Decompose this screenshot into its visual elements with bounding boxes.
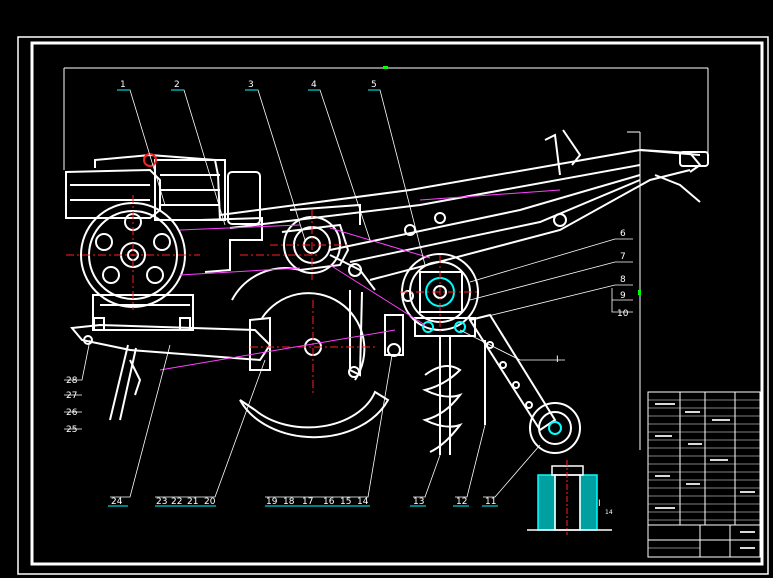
- base-beam: [70, 317, 272, 421]
- drawing-frame: [17, 36, 769, 575]
- part-label-26: 26: [66, 408, 78, 418]
- part-label-5: 5: [371, 80, 377, 90]
- part-label-3: 3: [248, 80, 254, 90]
- part-label-27: 27: [66, 391, 77, 401]
- gearbox: [281, 216, 376, 291]
- detail-number: 14: [605, 509, 613, 516]
- part-label-8: 8: [620, 275, 626, 285]
- part-label-12: 12: [456, 497, 467, 507]
- part-label-28: 28: [66, 376, 78, 386]
- detail-marker: I: [598, 499, 601, 509]
- part-label-6: 6: [620, 229, 626, 239]
- handlebar-frame: [219, 129, 709, 281]
- part-label-9: 9: [620, 291, 626, 301]
- part-label-10: 10: [617, 309, 629, 319]
- part-label-7: 7: [620, 252, 626, 262]
- part-label-2: 2: [174, 80, 180, 90]
- part-label-22: 22: [171, 497, 182, 507]
- engine: [65, 153, 263, 331]
- part-label-17: 17: [302, 497, 313, 507]
- tilling-disc: [231, 267, 390, 439]
- drive-belts: [159, 189, 561, 371]
- part-label-23: 23: [156, 497, 167, 507]
- part-label-25: 25: [66, 425, 77, 435]
- part-label-21: 21: [187, 497, 198, 507]
- auger-drive: [384, 253, 479, 357]
- label-underlines: [108, 89, 498, 507]
- part-label-1: 1: [120, 80, 126, 90]
- part-label-24: 24: [111, 497, 123, 507]
- part-label-20: 20: [204, 497, 216, 507]
- part-label-11: 11: [485, 497, 496, 507]
- part-labels: 1 2 3 4 5 6 7 8 9 10 24 23 22 21 20 19 1…: [66, 80, 629, 516]
- part-label-16: 16: [323, 497, 335, 507]
- part-label-13: 13: [413, 497, 424, 507]
- part-label-18: 18: [283, 497, 295, 507]
- section-marker: I: [556, 355, 559, 365]
- title-block: [647, 391, 761, 558]
- auger: [422, 335, 486, 455]
- part-label-15: 15: [340, 497, 351, 507]
- support-wheel: [468, 313, 581, 454]
- part-label-19: 19: [266, 497, 278, 507]
- part-label-4: 4: [311, 80, 317, 90]
- detail-view: [527, 460, 612, 535]
- part-label-14: 14: [357, 497, 369, 507]
- centerlines: [66, 195, 480, 395]
- leader-lines: [64, 89, 633, 498]
